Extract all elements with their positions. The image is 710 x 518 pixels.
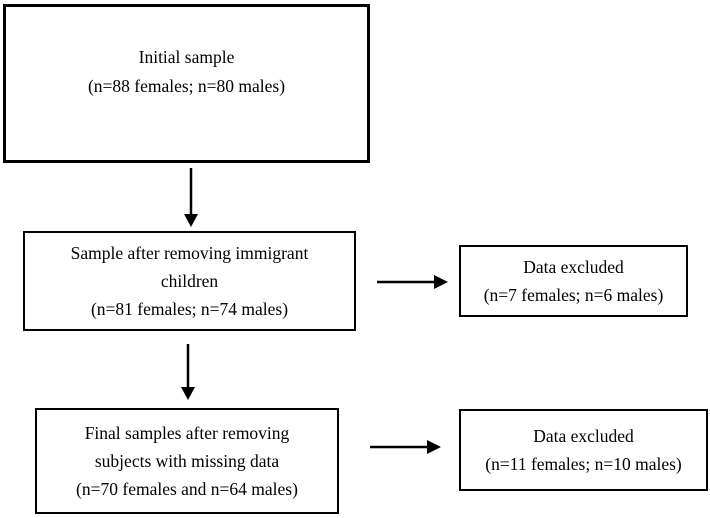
arrow-right-final-to-excluded-2-icon xyxy=(370,440,441,454)
box-line: (n=11 females; n=10 males) xyxy=(485,454,682,474)
flow-box-initial-sample: Initial sample (n=88 females; n=80 males… xyxy=(3,4,370,163)
box-line: children xyxy=(160,271,219,291)
box-line: (n=81 females; n=74 males) xyxy=(90,299,289,319)
arrow-down-initial-to-immigrant-icon xyxy=(184,168,198,227)
box-line: subjects with missing data xyxy=(94,451,280,471)
arrow-down-immigrant-to-final-icon xyxy=(181,344,195,400)
box-line: (n=70 females and n=64 males) xyxy=(76,479,298,499)
flow-box-data-excluded-1: Data excluded (n=7 females; n=6 males) xyxy=(459,245,688,317)
box-line: Initial sample xyxy=(138,47,235,67)
flow-box-final-sample: Final samples after removing subjects wi… xyxy=(35,408,339,514)
box-line: (n=88 females; n=80 males) xyxy=(87,76,286,96)
box-line: Final samples after removing xyxy=(84,423,290,443)
box-line: Sample after removing immigrant xyxy=(70,243,309,263)
box-line: Data excluded xyxy=(533,426,634,446)
box-line: (n=7 females; n=6 males) xyxy=(483,285,664,305)
box-line: Data excluded xyxy=(523,257,624,277)
flow-box-data-excluded-2: Data excluded (n=11 females; n=10 males) xyxy=(459,409,708,491)
arrow-right-immigrant-to-excluded-1-icon xyxy=(377,275,448,289)
flow-box-sample-after-immigrant-removal: Sample after removing immigrant children… xyxy=(23,231,356,331)
